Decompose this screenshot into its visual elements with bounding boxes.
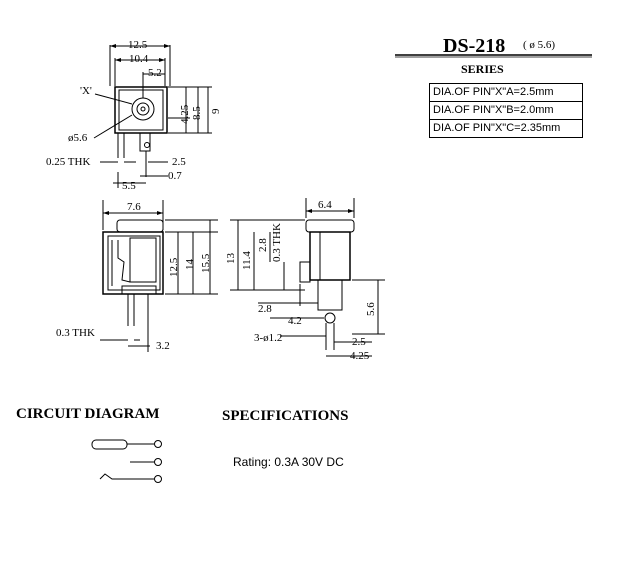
dim-2-5-side: 2.5 <box>352 336 366 348</box>
dim-2-8-top: 2.8 <box>257 238 269 252</box>
series-label: SERIES <box>461 62 504 76</box>
dim-3-dia-1-2: 3-ø1.2 <box>254 332 283 344</box>
dim-11-4: 11.4 <box>241 251 253 270</box>
dim-0-7: 0.7 <box>168 170 182 182</box>
dim-10-4: 10.4 <box>129 53 149 65</box>
side-view-drawing <box>230 198 385 357</box>
dim-4-25-side: 4.25 <box>350 350 370 362</box>
dim-12-5: 12.5 <box>128 39 148 51</box>
dim-4-2: 4.2 <box>288 315 302 327</box>
circuit-diagram-drawing <box>91 439 162 483</box>
pin-table: DIA.OF PIN"X"A=2.5mm DIA.OF PIN"X"B=2.0m… <box>429 83 583 138</box>
dim-13: 13 <box>225 253 237 264</box>
dim-8-5: 8.5 <box>191 106 203 120</box>
pin-row-a: DIA.OF PIN"X"A=2.5mm <box>430 84 582 102</box>
dim-5-5: 5.5 <box>122 180 136 192</box>
dim-0-3-thk-front: 0.3 THK <box>56 327 95 339</box>
dim-dia-5-6: ø5.6 <box>68 132 88 144</box>
specifications-title: SPECIFICATIONS <box>222 408 349 424</box>
label-x: 'X' <box>80 85 92 97</box>
model-note: ( ø 5.6) <box>523 39 556 51</box>
front-view-drawing <box>100 200 218 352</box>
pin-row-c: DIA.OF PIN"X"C=2.35mm <box>433 122 561 134</box>
dim-0-3-thk-side: 0.3 THK <box>271 223 283 262</box>
dim-9: 9 <box>210 108 222 115</box>
dim-15-5: 15.5 <box>200 253 212 273</box>
dim-4-25: 4.25 <box>179 104 191 124</box>
pin-row-b: DIA.OF PIN"X"B=2.0mm <box>430 102 582 120</box>
dim-2-8-side: 2.8 <box>258 303 272 315</box>
dim-7-6: 7.6 <box>127 201 141 213</box>
dim-5-2: 5.2 <box>148 67 162 79</box>
dim-14: 14 <box>184 259 196 270</box>
rating-text: Rating: 0.3A 30V DC <box>233 455 344 469</box>
top-view-drawing <box>93 45 212 188</box>
model-title: DS-218 <box>443 35 506 57</box>
dim-12-5-front: 12.5 <box>168 257 180 277</box>
dim-0-25-thk: 0.25 THK <box>46 156 91 168</box>
dim-2-5-top: 2.5 <box>172 156 186 168</box>
dim-3-2: 3.2 <box>156 340 170 352</box>
dim-5-6: 5.6 <box>365 302 377 316</box>
dim-6-4: 6.4 <box>318 199 332 211</box>
circuit-diagram-title: CIRCUIT DIAGRAM <box>16 406 160 422</box>
